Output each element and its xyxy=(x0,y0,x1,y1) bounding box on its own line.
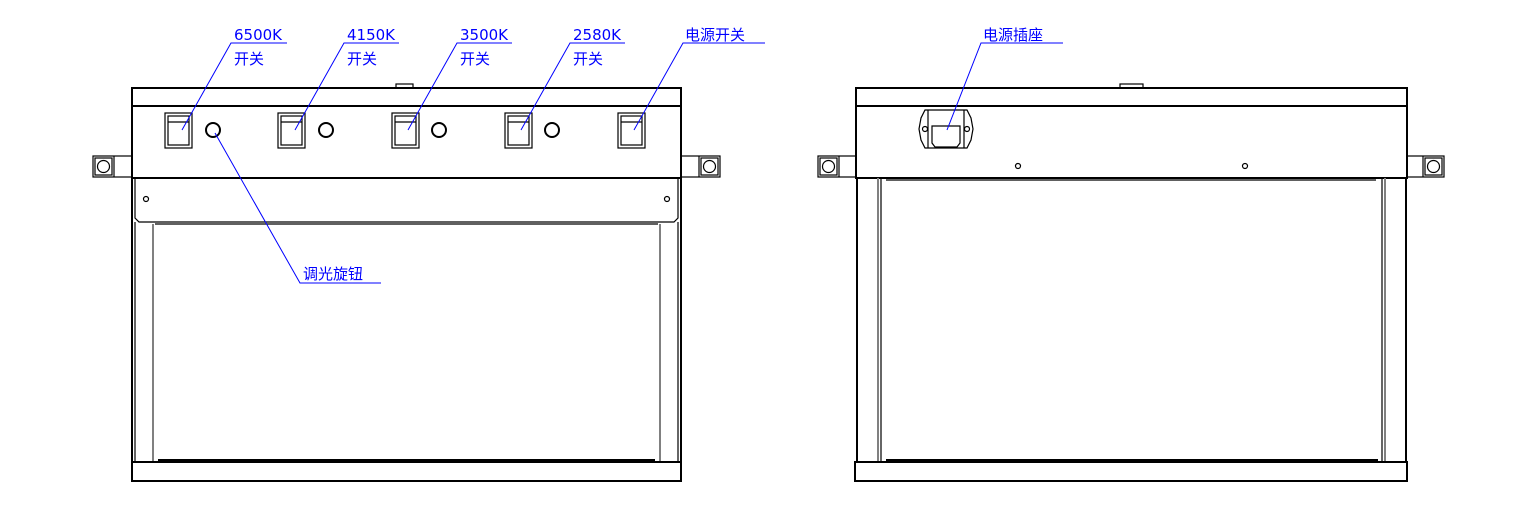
label-2580k: 2580K 开关 xyxy=(520,26,625,131)
power-switch xyxy=(617,112,646,149)
dimmer-knob xyxy=(431,122,447,138)
control-box xyxy=(131,87,682,179)
front-view xyxy=(92,83,721,482)
screw xyxy=(663,195,671,203)
screw xyxy=(921,125,929,133)
switch-4150k xyxy=(277,112,306,149)
front-plate xyxy=(134,178,679,223)
power-socket xyxy=(918,109,974,149)
label-dimmer-knob: 调光旋钮 xyxy=(214,132,381,284)
label-6500k: 6500K 开关 xyxy=(181,26,287,131)
screw xyxy=(1241,162,1249,170)
back-box xyxy=(855,87,1408,179)
screw xyxy=(963,125,971,133)
label-name: 开关 xyxy=(347,50,377,68)
dimmer-knob xyxy=(544,122,560,138)
back-view xyxy=(817,83,1445,482)
label-temp: 4150K xyxy=(347,26,396,44)
screw xyxy=(142,195,150,203)
label-temp: 2580K xyxy=(573,26,622,44)
label-text: 电源插座 xyxy=(983,26,1043,44)
label-text: 电源开关 xyxy=(685,26,745,44)
switch-3500k xyxy=(391,112,420,149)
right-handle xyxy=(1406,155,1445,178)
base xyxy=(131,461,682,482)
right-handle xyxy=(680,155,721,178)
screw xyxy=(1014,162,1022,170)
label-text: 调光旋钮 xyxy=(303,265,363,283)
label-temp: 6500K xyxy=(234,26,283,44)
label-name: 开关 xyxy=(573,50,603,68)
label-name: 开关 xyxy=(234,50,264,68)
switch-6500k xyxy=(164,112,193,149)
dimmer-knob xyxy=(318,122,334,138)
front-annotations: 6500K 开关 4150K 开关 3500K 开关 2580K 开关 电源开关… xyxy=(181,26,765,284)
label-3500k: 3500K 开关 xyxy=(407,26,512,131)
label-power-switch: 电源开关 xyxy=(633,26,765,131)
left-handle xyxy=(92,155,133,178)
dimmer-knob xyxy=(205,122,221,138)
left-handle xyxy=(817,155,857,178)
base xyxy=(854,461,1408,482)
label-name: 开关 xyxy=(460,50,490,68)
label-power-socket: 电源插座 xyxy=(946,26,1063,131)
label-temp: 3500K xyxy=(460,26,509,44)
label-4150k: 4150K 开关 xyxy=(294,26,399,131)
